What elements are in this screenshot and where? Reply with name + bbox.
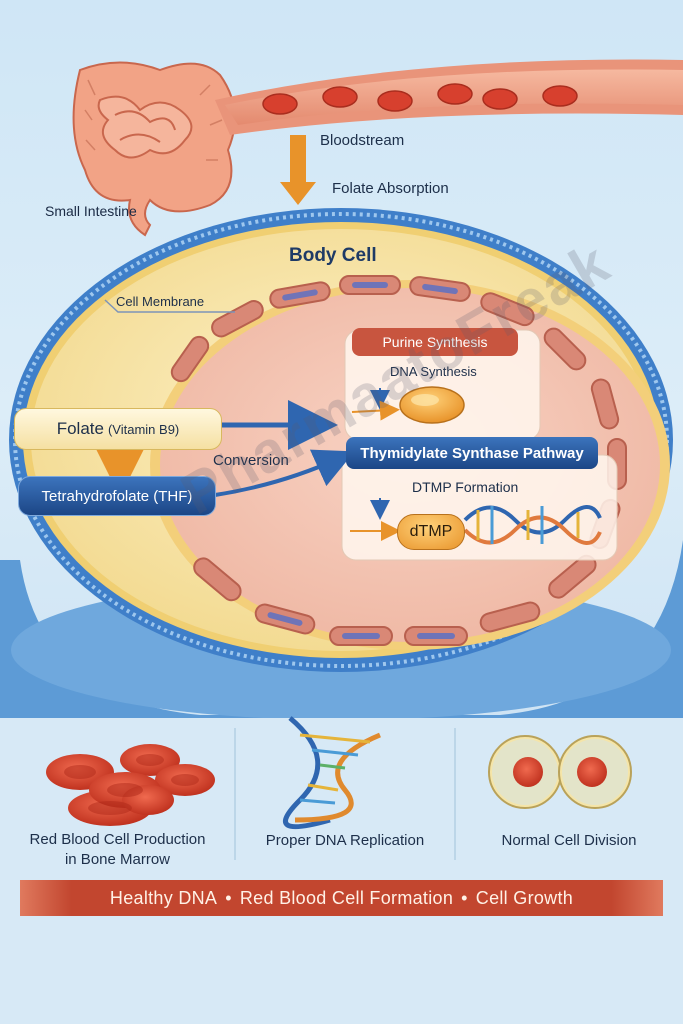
folate-absorption-label: Folate Absorption bbox=[332, 180, 449, 197]
body-cell-title: Body Cell bbox=[289, 245, 377, 266]
purine-product-icon bbox=[399, 386, 465, 424]
red-blood-cells-icon bbox=[46, 744, 215, 826]
banner-separator-1: • bbox=[225, 887, 232, 908]
conversion-label: Conversion bbox=[213, 452, 289, 469]
blood-vessel-icon bbox=[215, 59, 683, 135]
outcome-dna: Proper DNA Replication bbox=[265, 832, 425, 849]
outcome-dividers bbox=[234, 728, 456, 860]
purine-synthesis-pill: Purine Synthesis bbox=[352, 328, 518, 356]
dna-synthesis-label: DNA Synthesis bbox=[390, 364, 477, 379]
absorption-arrow bbox=[280, 135, 316, 205]
pathway-arrows bbox=[80, 388, 401, 541]
cell-membrane-label: Cell Membrane bbox=[116, 294, 205, 309]
thymidylate-pathway-pill: Thymidylate Synthase Pathway bbox=[346, 437, 598, 469]
purine-synthesis-label: Purine Synthesis bbox=[382, 334, 488, 350]
outcome-division: Normal Cell Division bbox=[501, 832, 637, 849]
folate-label: Folate bbox=[56, 419, 104, 438]
thf-label: Tetrahydrofolate (THF) bbox=[41, 487, 193, 505]
outcome-rbc-line2: in Bone Marrow bbox=[64, 851, 171, 868]
dtmp-pill: dTMP bbox=[397, 514, 465, 550]
summary-banner: Healthy DNA • Red Blood Cell Formation •… bbox=[20, 880, 663, 916]
outcome-rbc-line1: Red Blood Cell Production bbox=[29, 831, 206, 848]
folate-sub-label: (Vitamin B9) bbox=[107, 421, 180, 437]
small-intestine-label: Small Intestine bbox=[45, 203, 137, 219]
dtmp-dna-icon bbox=[463, 505, 602, 545]
banner-rbc-formation: Red Blood Cell Formation bbox=[239, 887, 454, 908]
outcome-rbc: Red Blood Cell Production in Bone Marrow bbox=[0, 830, 235, 870]
banner-healthy-dna: Healthy DNA bbox=[109, 887, 218, 908]
banner-separator-2: • bbox=[461, 887, 468, 908]
thf-pill: Tetrahydrofolate (THF) bbox=[18, 476, 216, 516]
intestine-icon bbox=[72, 61, 236, 237]
dtmp-label: dTMP bbox=[409, 523, 453, 540]
banner-cell-growth: Cell Growth bbox=[475, 887, 574, 908]
membrane-leader bbox=[104, 299, 235, 313]
summary-banner-bg bbox=[20, 880, 663, 916]
dtmp-formation-label: DTMP Formation bbox=[412, 479, 519, 495]
dividing-cell-icon bbox=[488, 735, 632, 809]
thymidylate-label: Thymidylate Synthase Pathway bbox=[360, 444, 584, 462]
folate-pill: Folate (Vitamin B9) bbox=[14, 408, 222, 450]
bloodstream-label: Bloodstream bbox=[320, 132, 405, 149]
dna-helix-icon bbox=[283, 716, 381, 830]
